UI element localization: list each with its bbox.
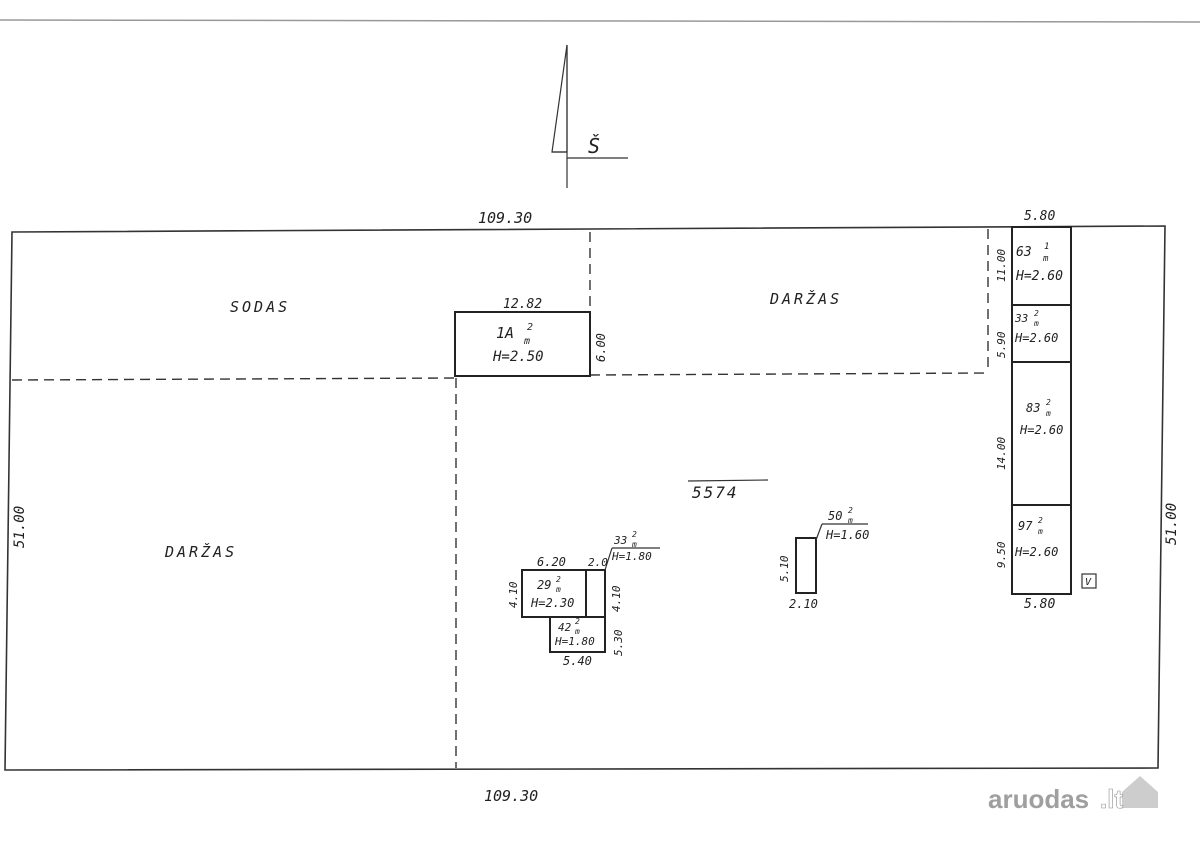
zone-dividers — [11, 229, 989, 768]
cluster-annex-height: H=1.80 — [611, 550, 652, 563]
cluster-mid-dim: 2.0 — [588, 556, 608, 569]
strip-bottom-dim: 5.80 — [1024, 597, 1055, 612]
watermark: aruodas .lt — [988, 776, 1158, 814]
strip-s2-area-sup: 2 — [1034, 309, 1039, 318]
building-1-height: H=2.50 — [492, 349, 544, 365]
cluster-low-area-sup: 2 — [575, 617, 580, 626]
strip-s1-area-sup: 1 — [1044, 242, 1049, 252]
cluster-low-area: 42 — [558, 621, 572, 634]
strip-s2-area-sub: m — [1033, 319, 1039, 328]
building-small-height: H=1.60 — [825, 528, 869, 542]
house-icon — [1122, 776, 1158, 808]
strip-marker: V — [1085, 577, 1092, 588]
north-arrow: Š — [551, 44, 628, 188]
cluster-right-dim: 4.10 — [610, 585, 623, 612]
cluster-bottom-dim: 5.40 — [563, 654, 592, 668]
cluster-annex-area-sup: 2 — [632, 530, 637, 539]
cluster-main-area-sub: m — [555, 585, 561, 594]
cluster-low-height: H=1.80 — [554, 635, 595, 648]
strip-top-dim: 5.80 — [1024, 209, 1055, 224]
strip-s4-area: 97 — [1018, 519, 1033, 533]
building-small: 50 2 m H=1.60 5.10 2.10 — [778, 506, 869, 611]
cluster-right-dim2: 5.30 — [612, 629, 625, 656]
strip-s3-area-sup: 2 — [1046, 398, 1051, 407]
building-strip: 5.80 5.80 63 1 m H=2.60 11.00 33 2 m H=2… — [995, 209, 1097, 612]
cluster-low-area-sub: m — [574, 627, 580, 636]
cluster-annex-area: 33 — [613, 534, 627, 547]
cluster-main-area-sup: 2 — [556, 575, 561, 584]
strip-s3-area-sub: m — [1045, 409, 1051, 418]
zone-label-darzas-top: DARŽAS — [769, 289, 842, 308]
strip-s1-area: 63 — [1016, 245, 1032, 260]
watermark-suffix: .lt — [1100, 784, 1123, 814]
strip-s3-area: 83 — [1026, 401, 1040, 415]
strip-s1-side-dim: 11.00 — [995, 249, 1008, 282]
strip-s4-height: H=2.60 — [1014, 545, 1058, 559]
scan-top-edge — [0, 19, 1200, 23]
plot-number: 5574 — [692, 483, 739, 502]
strip-s3-side-dim: 14.00 — [995, 437, 1008, 470]
watermark-text: aruodas — [988, 784, 1089, 814]
building-1-top-dim: 12.82 — [503, 297, 542, 312]
building-small-area-sub: m — [847, 516, 853, 525]
cluster-top-dim: 6.20 — [537, 555, 566, 569]
strip-s3-height: H=2.60 — [1019, 423, 1063, 437]
strip-s2-height: H=2.60 — [1014, 331, 1058, 345]
strip-s4-area-sub: m — [1037, 527, 1043, 536]
cluster-side-dim: 4.10 — [507, 581, 520, 608]
top-length-dim: 109.30 — [478, 209, 532, 227]
zone-label-darzas-left: DARŽAS — [164, 542, 237, 561]
plot-boundary — [4, 225, 1166, 771]
cluster-main-height: H=2.30 — [530, 596, 574, 610]
bottom-length-dim: 109.30 — [484, 787, 538, 805]
building-1-area-sup: 2 — [527, 322, 533, 333]
building-1: 12.82 6.00 1A 2 m H=2.50 — [454, 297, 608, 377]
strip-s1-height: H=2.60 — [1015, 269, 1063, 284]
building-1-area: 1A — [496, 324, 514, 342]
cluster-annex-area-sub: m — [631, 540, 637, 549]
building-small-bottom-dim: 2.10 — [789, 597, 818, 611]
strip-s2-side-dim: 5.90 — [995, 331, 1008, 358]
north-label: Š — [588, 134, 600, 158]
building-cluster: 6.20 2.0 4.10 4.10 5.30 5.40 29 2 m H=2.… — [507, 530, 660, 668]
plot-number-overline — [687, 479, 769, 482]
cluster-main-area: 29 — [537, 578, 551, 592]
strip-s2-area: 33 — [1014, 312, 1028, 325]
building-small-area-sup: 2 — [848, 506, 853, 515]
building-small-area: 50 — [828, 509, 842, 523]
zone-label-sodas: SODAS — [230, 298, 290, 316]
strip-s1-area-sub: m — [1042, 254, 1049, 264]
strip-marker-box — [1081, 573, 1097, 589]
left-width-dim: 51.00 — [12, 506, 28, 548]
strip-s4-area-sup: 2 — [1038, 516, 1043, 525]
building-1-side-dim: 6.00 — [594, 333, 608, 362]
building-1-area-sub: m — [523, 336, 530, 347]
right-width-dim: 51.00 — [1164, 503, 1180, 545]
building-small-side-dim: 5.10 — [778, 555, 791, 582]
strip-s4-side-dim: 9.50 — [995, 541, 1008, 568]
